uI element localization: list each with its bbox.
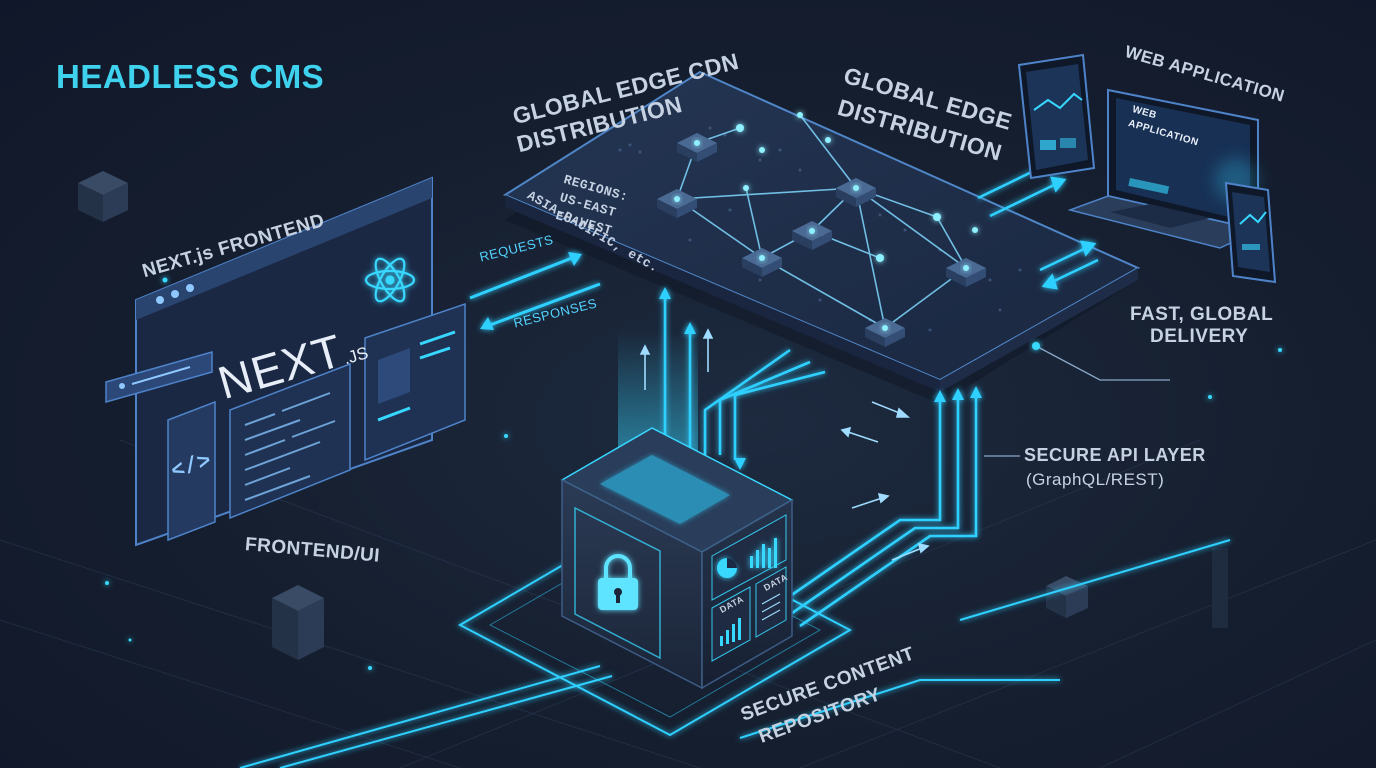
edge-node-3 — [836, 178, 876, 207]
cdn-glow-points — [736, 112, 978, 262]
decor-cube-3 — [1046, 576, 1088, 618]
api-layer-title: SECURE API LAYER — [1024, 445, 1206, 465]
fast-delivery-line2: DELIVERY — [1150, 326, 1249, 347]
leader-dot-fast — [1032, 342, 1040, 350]
edge-node-4 — [792, 221, 832, 250]
edge-node-6 — [946, 258, 986, 287]
nextjs-frontend-window — [105, 176, 466, 547]
diagram-title: HEADLESS CMS — [56, 58, 325, 95]
api-flow-lines — [663, 295, 978, 628]
ground-data-lines — [239, 539, 1231, 768]
react-atom-icon — [364, 257, 416, 303]
api-flow-arrows — [659, 287, 982, 470]
laptop-device — [1067, 88, 1261, 249]
leader-lines — [984, 345, 1170, 457]
bar-chart-icon — [750, 538, 777, 568]
small-flow-arrows — [639, 328, 930, 561]
decor-pillar — [1212, 548, 1228, 628]
edge-node-5 — [742, 248, 782, 277]
data-bars-small — [720, 618, 741, 646]
code-lines — [244, 392, 336, 501]
phone-device — [1224, 181, 1277, 284]
edge-node-7 — [865, 318, 905, 347]
decor-cube-2 — [272, 585, 324, 660]
ambient-dots — [105, 277, 1282, 670]
pie-chart-icon — [717, 558, 737, 578]
data-lines-small — [761, 593, 781, 621]
responses-arrow — [480, 282, 601, 330]
api-layer-subtitle: (GraphQL/REST) — [1026, 470, 1165, 489]
cdn-platform — [502, 70, 1141, 404]
secure-content-repository — [457, 427, 853, 737]
requests-arrow — [469, 252, 582, 300]
edge-node-2 — [657, 189, 697, 218]
edge-node-1 — [677, 133, 717, 162]
panel-lines — [377, 330, 456, 422]
lock-icon — [598, 554, 638, 610]
decor-cube-1 — [78, 171, 128, 222]
next-logo-suffix: .JS — [341, 343, 371, 369]
fast-delivery-line1: FAST, GLOBAL — [1130, 304, 1274, 325]
tablet-device — [1017, 53, 1096, 180]
